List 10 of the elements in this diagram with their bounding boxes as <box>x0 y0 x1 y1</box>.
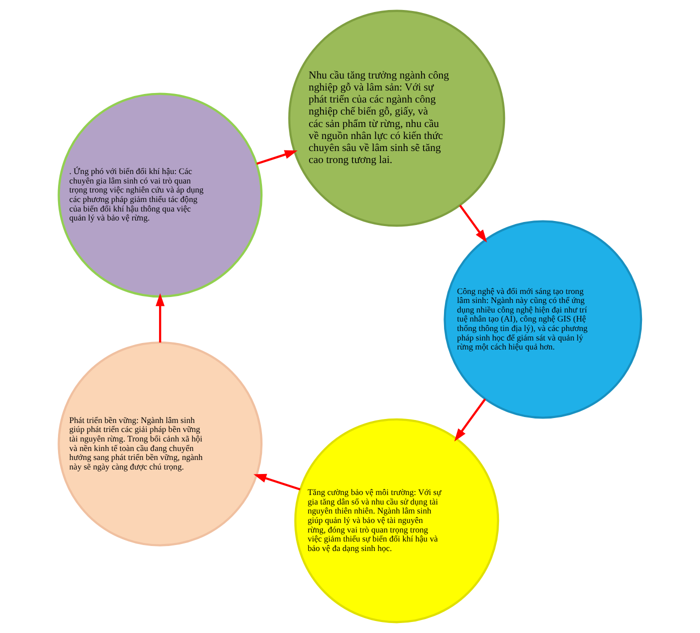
node-circle: Nhu cầu tăng trưởng ngành công nghiệp gỗ và lâm sản: Với sự phát triển của các ngành công nghiệp chế biến gỗ, giấy, và các sản phẩm từ rừng, nhu cầu về nguồn nhân lực có kiến thức chuyên sâu về lâm sinh sẽ tăng cao trong tương lai. <box>288 10 506 227</box>
node-circle: . Ứng phó với biến đổi khí hậu: Các chuyên gia lâm sinh có vai trò quan trọng trong việc nghiên cứu và áp dụng các phương pháp giảm thiểu tác động của biến đổi khí hậu thông qua việc quản lý và bảo vệ rừng. <box>58 92 263 298</box>
arrow <box>256 150 298 165</box>
arrow <box>459 204 487 243</box>
arrow <box>454 398 486 442</box>
node-circle: Phát triển bền vững: Ngành lâm sinh giúp phát triển các giải pháp bền vững tài nguyên rừng. Trong bối cảnh xã hội và nền kinh tế toàn cầu đang chuyển hướng sang phát triển bền vững, ngành này sẽ ngày càng được chú trọng. <box>58 341 263 546</box>
node-circle: Công nghệ và đổi mới sáng tạo trong lâm sinh: Ngành này cũng có thể ứng dụng nhiều công nghệ hiện đại như trí tuệ nhân tạo (AI), công nghệ GIS (Hệ thống thông tin địa lý), và các phương pháp sinh học để giám sát và quản lý rừng một cách hiệu quả hơn. <box>444 220 642 419</box>
arrow <box>156 293 165 343</box>
arrow <box>254 474 300 490</box>
node-circle: Tăng cường bảo vệ môi trường: Với sự gia tăng dân số và nhu cầu sử dụng tài nguyên thiên nhiên. Ngành lâm sinh giúp quản lý và bảo vệ tài nguyên rừng, đóng vai trò quan trọng trong việc giảm thiểu sự biến đổi khí hậu và bảo vệ đa dạng sinh học. <box>294 418 500 624</box>
